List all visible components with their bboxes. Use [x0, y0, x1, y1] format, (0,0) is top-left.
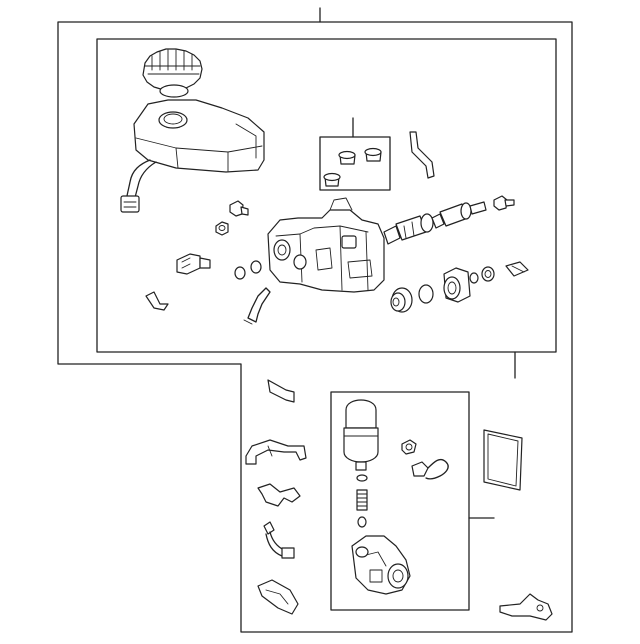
push-rod-assembly [383, 201, 487, 245]
pump-motor [351, 535, 411, 595]
grommet-kit-box [319, 117, 391, 191]
accumulator [343, 399, 379, 471]
assembly-frame [57, 7, 573, 633]
boot-and-seals [390, 261, 529, 313]
sensor-bracket [257, 483, 301, 507]
reservoir-tank [133, 99, 265, 173]
pipe-clamp [267, 379, 295, 403]
stroke-sensor [176, 253, 211, 275]
mounting-bracket [409, 131, 435, 179]
control-module [483, 429, 523, 491]
wire-clamp [245, 439, 307, 465]
valve-spring [356, 474, 368, 528]
master-cylinder-body [267, 197, 385, 293]
o-rings-left [234, 260, 262, 280]
clip [145, 291, 169, 311]
bolt [229, 195, 515, 217]
reservoir-cap [142, 48, 203, 98]
hose-fitting [263, 521, 295, 559]
support-bracket [499, 593, 553, 621]
reservoir-sensor-harness [120, 159, 157, 213]
connector-holder [257, 579, 299, 615]
master-cylinder-group-box [96, 38, 557, 379]
actuator-group-box [330, 391, 495, 611]
actuator-fittings [401, 439, 449, 480]
fitting [215, 221, 229, 236]
spring-clip [243, 287, 271, 325]
